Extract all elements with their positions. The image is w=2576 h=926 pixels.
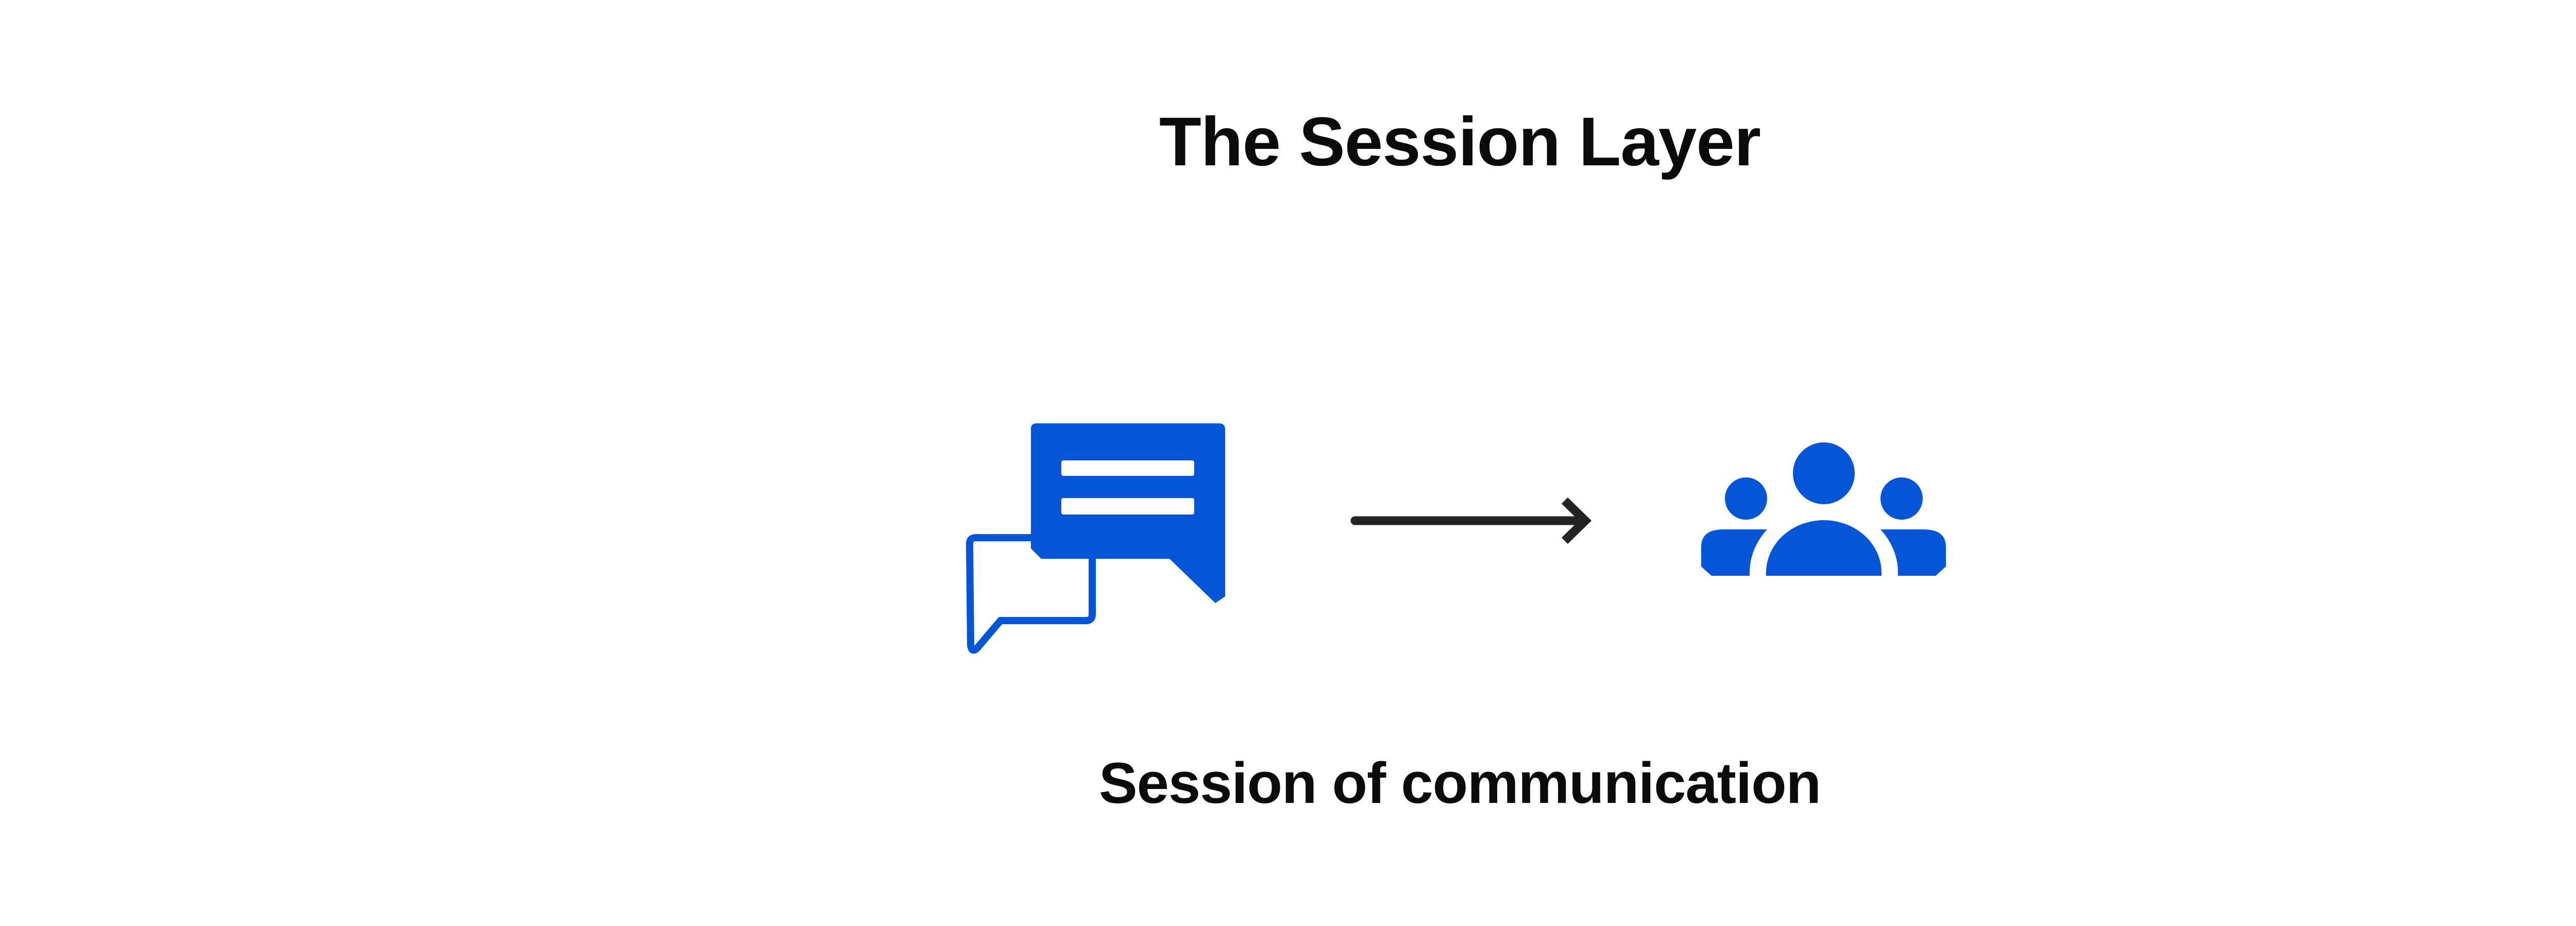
diagram-caption: Session of communication [1098, 751, 1821, 815]
page-title: The Session Layer [1159, 104, 1761, 180]
chat-text-line [1061, 498, 1194, 515]
arrow-head [1562, 497, 1592, 544]
person-center-body [1766, 520, 1882, 576]
person-left-head [1725, 477, 1767, 520]
chat-outline-bubble [965, 534, 1096, 654]
chat-messages-icon [965, 423, 1225, 654]
person-center-head [1793, 442, 1855, 504]
arrow-right-icon [1350, 497, 1592, 544]
people-group-icon [1701, 442, 1946, 580]
chat-text-line [1061, 460, 1194, 476]
person-right-head [1880, 477, 1923, 520]
